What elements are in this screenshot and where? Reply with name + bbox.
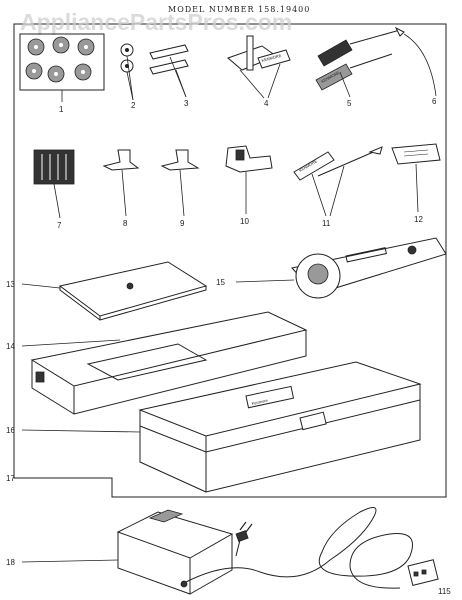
- part-12-feed-cover: [391, 143, 441, 213]
- part-4-label: KENMORE: [261, 53, 282, 63]
- part-9-presser-foot: [160, 149, 200, 217]
- part-4-seam-guide: KENMORE: [227, 35, 291, 99]
- callout-17: 17: [6, 474, 15, 483]
- callout-12: 12: [414, 215, 423, 224]
- part-15-circular-attachment: [235, 237, 447, 299]
- case-label: Kenmore: [251, 398, 269, 406]
- callout-3: 3: [184, 99, 189, 108]
- callout-10: 10: [240, 217, 249, 226]
- corner-number: 115: [438, 587, 451, 596]
- callout-1: 1: [59, 105, 64, 114]
- callout-9: 9: [180, 219, 185, 228]
- part-13-base-plate: [21, 261, 208, 321]
- part-5-6-screwdrivers: KENMORE: [315, 26, 437, 98]
- callout-2: 2: [131, 101, 136, 110]
- callout-11: 11: [322, 219, 331, 228]
- callout-7: 7: [57, 221, 62, 230]
- part-2-washers: [120, 43, 134, 101]
- part-18-foot-controller: [21, 507, 439, 595]
- callout-14: 14: [6, 342, 15, 351]
- part-14-accessory-tray: [21, 311, 308, 415]
- callout-15: 15: [216, 278, 225, 287]
- part-7-needle-pack: [33, 149, 75, 219]
- part-8-presser-foot: [102, 149, 140, 217]
- parts-border: [13, 23, 447, 498]
- part-16-carrying-case: Kenmore: [21, 361, 422, 493]
- part-10-buttonhole-foot: [225, 145, 273, 214]
- callout-16: 16: [6, 426, 15, 435]
- part-3-spool-pins: [149, 44, 189, 98]
- callout-5: 5: [347, 99, 352, 108]
- callout-13: 13: [6, 280, 15, 289]
- callout-8: 8: [123, 219, 128, 228]
- callout-4: 4: [264, 99, 269, 108]
- model-number-title: MODEL NUMBER 158.19400: [168, 5, 310, 14]
- callout-18: 18: [6, 558, 15, 567]
- part-1-bobbins: [19, 33, 105, 102]
- watermark: AppliancePartsPros.com: [20, 9, 292, 35]
- callout-6: 6: [432, 97, 437, 106]
- part-11-seam-ripper: KENMORE: [293, 146, 383, 217]
